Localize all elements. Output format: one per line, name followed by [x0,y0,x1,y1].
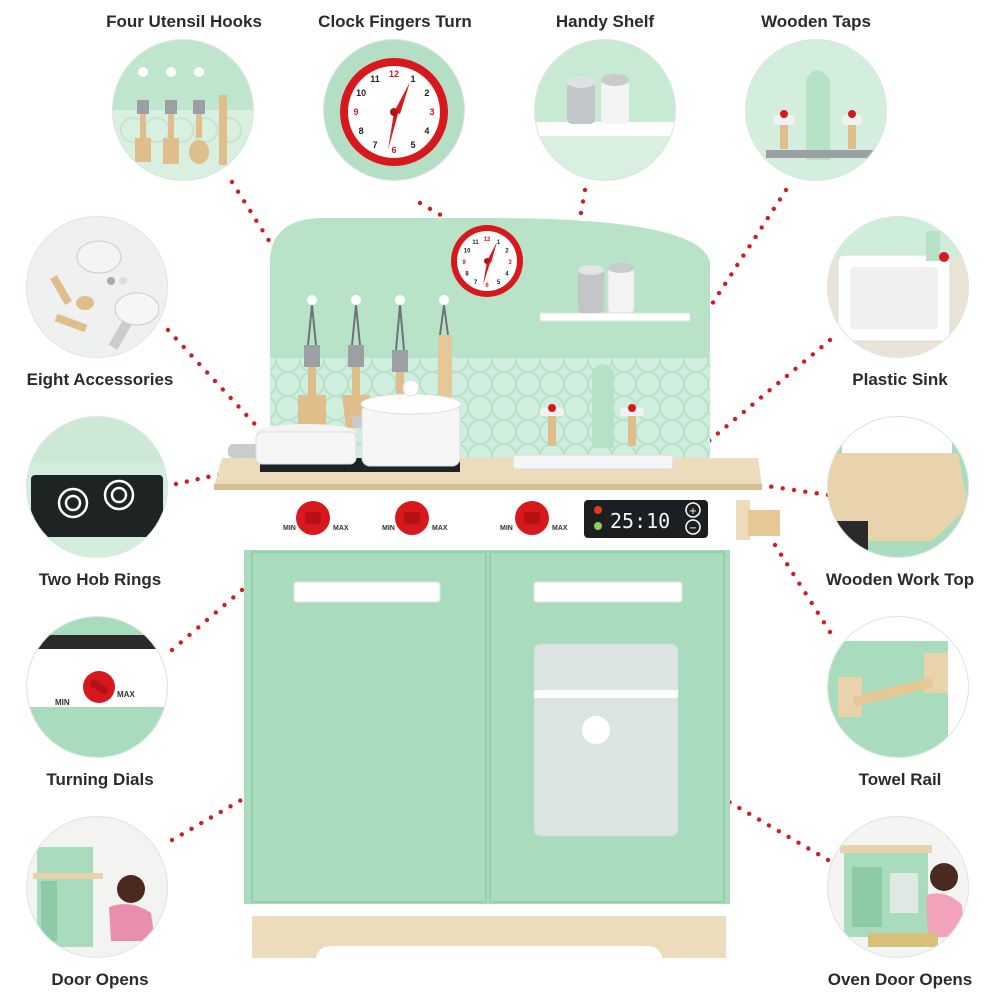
cupboard-door[interactable] [251,551,487,903]
clock-numeral: 7 [372,140,377,150]
plus-button[interactable] [685,502,701,518]
clock-numeral: 4 [505,272,509,278]
detail-taps [746,40,886,180]
clock-numeral: 2 [505,249,509,255]
label-towel-rail: Towel Rail [858,770,942,789]
label-turning-dials: Turning Dials [46,770,154,789]
detail-worktop [828,417,968,557]
oven-door[interactable] [489,551,725,903]
label-plastic-sink: Plastic Sink [852,370,948,389]
dial-right-max: MAX [552,525,568,532]
dial-middle-max: MAX [432,525,448,532]
clock-numeral: 2 [424,88,429,98]
dial-right-min: MIN [500,525,513,532]
clock-numeral: 4 [424,126,429,136]
clock-numeral: 12 [484,237,491,243]
detail-towel-rail [828,617,968,757]
label-two-hob-rings: Two Hob Rings [38,570,162,589]
clock-numeral: 8 [465,272,469,278]
detail-dials: MIN MAX [27,617,167,757]
minus-button[interactable] [685,519,701,535]
clock-numeral: 11 [370,74,380,84]
detail-accessories [27,217,167,357]
clock-numeral: 10 [464,249,471,255]
dial-left[interactable]: MIN MAX [283,501,349,535]
dial-left-max: MAX [333,525,349,532]
plus-label: + [689,506,697,517]
label-wooden-taps: Wooden Taps [761,12,871,31]
dial-right[interactable]: MIN MAX [500,501,568,535]
plastic-sink[interactable] [512,454,674,470]
label-handy-shelf: Handy Shelf [555,12,655,31]
clock-numeral: 12 [389,69,399,79]
clock-numeral: 7 [474,280,478,286]
clock-numeral: 10 [356,88,366,98]
label-four-utensil-hooks: Four Utensil Hooks [106,12,262,31]
pots[interactable] [228,379,462,467]
wooden-taps[interactable] [540,364,644,448]
detail-shelf [535,40,675,180]
kitchen-base [252,916,726,958]
clock-numeral: 1 [410,74,415,84]
clock-numeral: 8 [359,126,364,136]
clock-numeral: 3 [508,260,512,266]
clock-numeral: 6 [485,283,489,289]
handy-shelf [539,263,691,322]
label-oven-door-opens: Oven Door Opens [827,970,973,989]
clock-numeral: 9 [353,107,358,117]
detail-sink [828,217,968,357]
clock-numeral: 3 [429,107,434,117]
detail-utensil-hooks [113,40,253,180]
label-clock-fingers-turn: Clock Fingers Turn [318,12,472,31]
clock-numeral: 11 [472,240,479,246]
towel-rail[interactable] [736,500,780,540]
clock-numeral: 5 [410,140,415,150]
label-door-opens: Door Opens [51,970,149,989]
label-wooden-work-top: Wooden Work Top [825,570,975,589]
detail-door-opens [27,817,167,957]
detail-dial-max: MAX [117,690,135,699]
clock-numeral: 5 [497,280,501,286]
detail-hob [27,417,167,557]
kitchen-base-trim [244,904,730,916]
clock-numeral: 1 [497,240,501,246]
dial-middle-min: MIN [382,525,395,532]
clock-numeral: 9 [462,260,466,266]
digital-display: 25:10 + − [584,500,708,538]
clock-numeral: 6 [391,145,396,155]
detail-oven-door-opens [828,817,968,957]
detail-dial-min: MIN [55,698,70,707]
dial-left-min: MIN [283,525,296,532]
label-eight-accessories: Eight Accessories [26,370,174,389]
minus-label: − [689,523,697,534]
dial-middle[interactable]: MIN MAX [382,501,448,535]
display-time: 25:10 [610,509,670,533]
